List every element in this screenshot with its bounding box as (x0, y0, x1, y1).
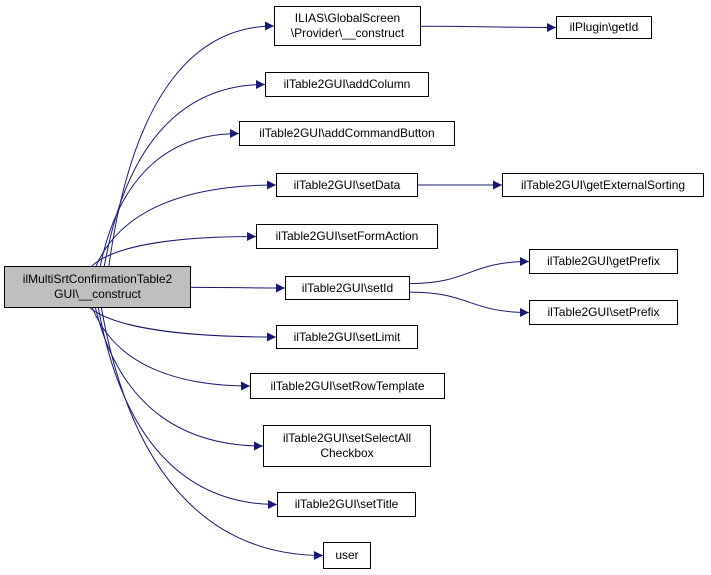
edge-root-setdata (95, 180, 277, 267)
node-setlimit[interactable]: ilTable2GUI\setLimit (276, 325, 418, 349)
node-setformaction[interactable]: ilTable2GUI\setFormAction (256, 224, 438, 249)
node-setdata[interactable]: ilTable2GUI\setData (276, 173, 418, 197)
edge-provider-plugin_getid (420, 22, 557, 32)
node-addcolumn[interactable]: ilTable2GUI\addColumn (265, 72, 429, 97)
edge-root-setformaction (91, 232, 257, 267)
edge-root-setrowtemplate (91, 307, 251, 391)
node-addcommandbutton[interactable]: ilTable2GUI\addCommandButton (239, 121, 455, 146)
node-setid[interactable]: ilTable2GUI\setId (285, 276, 410, 300)
edge-root-setselectall (94, 307, 264, 451)
node-plugin-getid[interactable]: ilPlugin\getId (556, 16, 652, 39)
edge-root-addcommandbutton (99, 129, 240, 267)
node-getexternalsorting[interactable]: ilTable2GUI\getExternalSorting (502, 173, 704, 197)
edge-root-user (100, 307, 324, 560)
edge-root-settitle (97, 307, 278, 509)
edge-root-provider (108, 21, 275, 267)
edge-setid-getprefix (409, 257, 530, 285)
edge-root-setlimit (89, 307, 277, 342)
node-settitle[interactable]: ilTable2GUI\setTitle (277, 492, 416, 517)
node-provider-construct[interactable]: ILIAS\GlobalScreen\Provider\__construct (274, 6, 421, 46)
node-getprefix[interactable]: ilTable2GUI\getPrefix (529, 249, 678, 274)
node-setrowtemplate[interactable]: ilTable2GUI\setRowTemplate (250, 373, 445, 399)
edge-root-setid (190, 283, 286, 293)
node-setprefix[interactable]: ilTable2GUI\setPrefix (529, 300, 678, 325)
node-user[interactable]: user (323, 542, 371, 569)
edge-setid-setprefix (409, 291, 530, 317)
edge-root-addcolumn (103, 80, 266, 267)
